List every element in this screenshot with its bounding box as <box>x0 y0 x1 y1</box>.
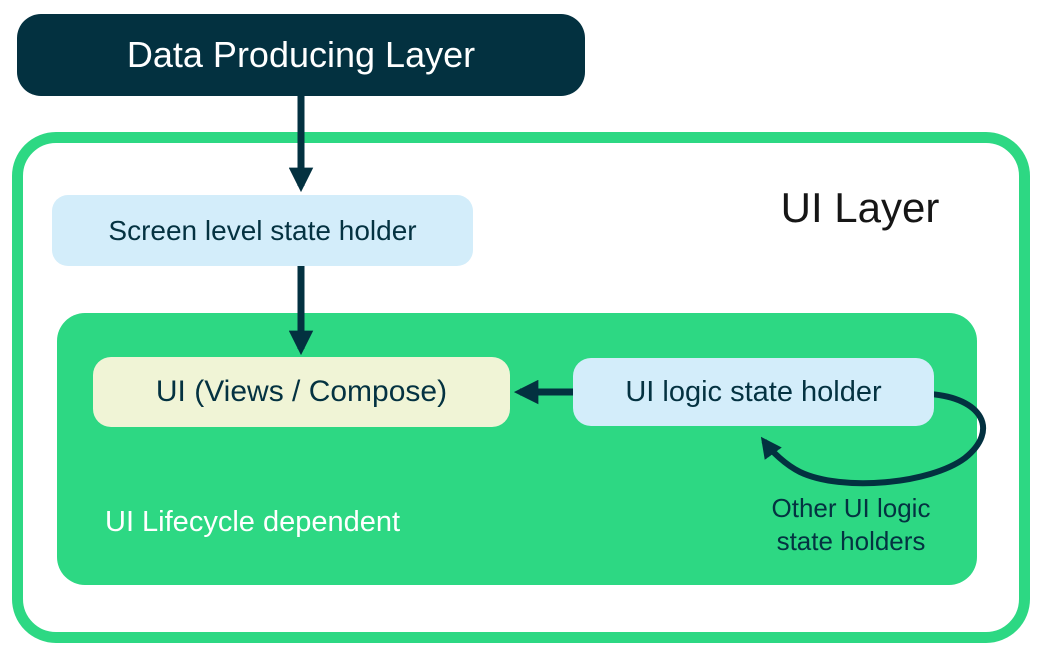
data-producing-layer-box: Data Producing Layer <box>17 14 585 96</box>
other-holders-line2: state holders <box>776 526 926 556</box>
ui-views-compose-label: UI (Views / Compose) <box>155 375 448 408</box>
ui-logic-state-holder-label: UI logic state holder <box>625 375 882 408</box>
screen-level-state-holder-box: Screen level state holder <box>52 195 473 266</box>
other-ui-logic-state-holders-label: Other UI logic state holders <box>741 492 961 558</box>
screen-level-state-holder-label: Screen level state holder <box>108 214 417 246</box>
other-holders-line1: Other UI logic <box>771 493 931 523</box>
ui-logic-state-holder-box: UI logic state holder <box>573 358 934 426</box>
ui-lifecycle-dependent-label: UI Lifecycle dependent <box>105 506 401 538</box>
ui-views-compose-box: UI (Views / Compose) <box>93 357 510 427</box>
data-producing-layer-label: Data Producing Layer <box>126 34 476 75</box>
ui-layer-title: UI Layer <box>780 184 940 231</box>
